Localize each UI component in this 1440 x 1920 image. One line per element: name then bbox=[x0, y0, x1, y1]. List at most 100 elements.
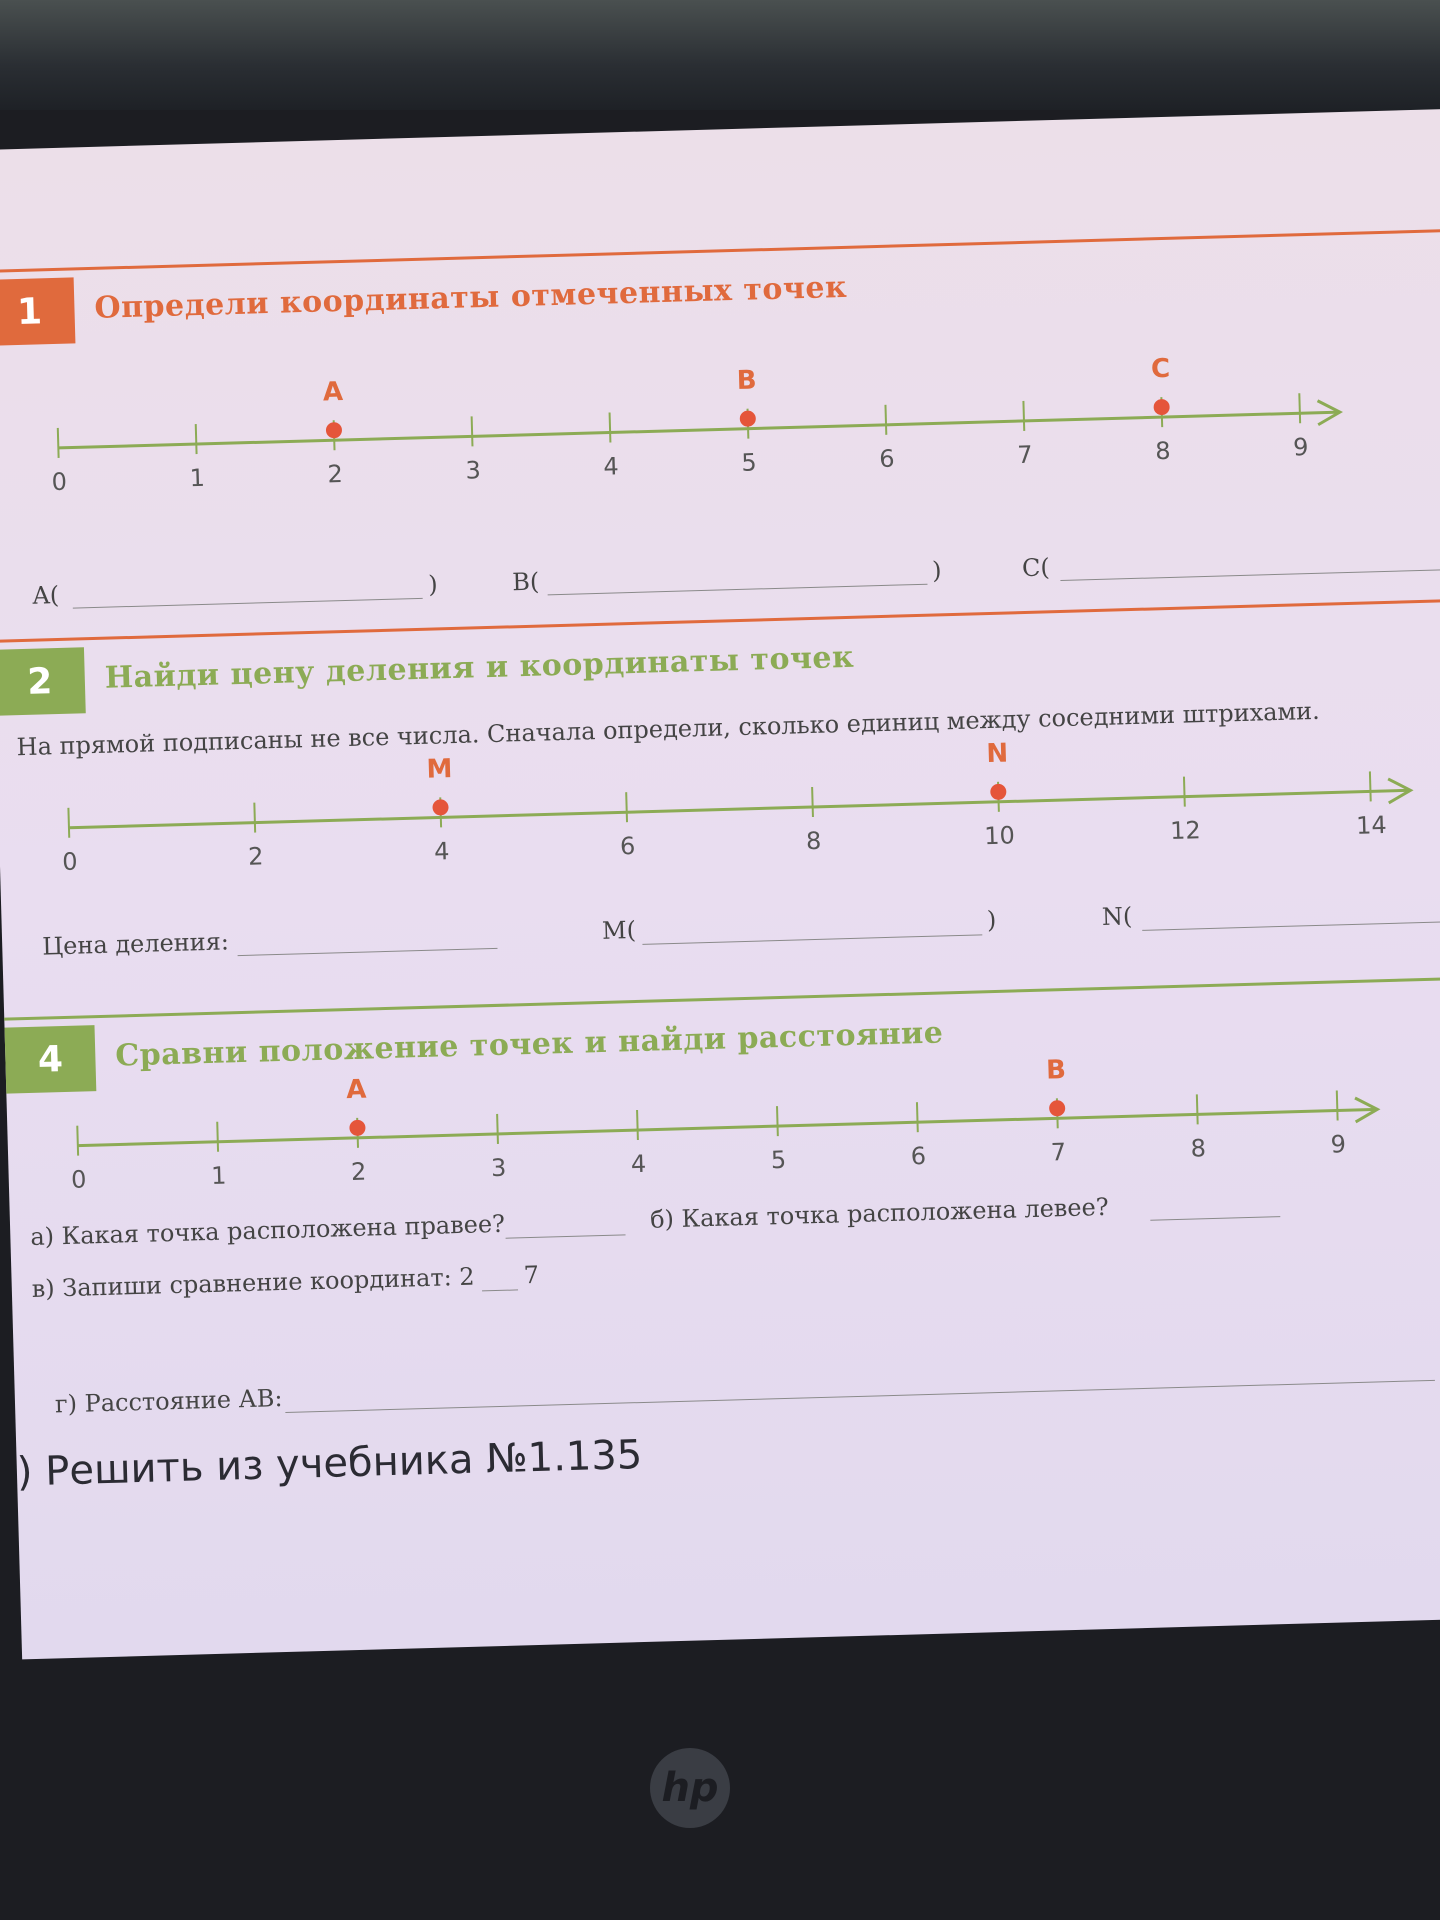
task4-tick bbox=[776, 1106, 779, 1137]
task1-tick-label: 6 bbox=[879, 445, 895, 473]
task1-point-label-b: B bbox=[736, 365, 757, 396]
task2-tick bbox=[625, 792, 629, 823]
task1-answer-c-label: C( bbox=[1021, 553, 1051, 583]
task1-axis bbox=[58, 410, 1340, 450]
task4-axis bbox=[77, 1107, 1378, 1148]
task2-arrow-icon bbox=[1387, 777, 1414, 805]
task1-tick-label: 4 bbox=[603, 452, 619, 480]
task1-arrow-icon bbox=[1316, 399, 1343, 427]
task1-point-b bbox=[739, 410, 756, 427]
task5-heading: ) Решить из учебника №1.135 bbox=[16, 1432, 643, 1496]
task1-point-a bbox=[325, 422, 342, 439]
task4-tick-label: 2 bbox=[351, 1158, 367, 1186]
task4-distance-field[interactable] bbox=[285, 1379, 1435, 1413]
task1-tick bbox=[1298, 393, 1302, 424]
task2-tick-label: 14 bbox=[1356, 811, 1387, 840]
task1-tick-label: 5 bbox=[741, 448, 757, 476]
task2-tick-label: 4 bbox=[434, 837, 450, 865]
task4-point-label-b: B bbox=[1046, 1055, 1067, 1086]
task2-tick bbox=[253, 802, 257, 833]
task2-orange-divider bbox=[0, 598, 1440, 643]
task2-answer-n-label: N( bbox=[1101, 902, 1133, 931]
task1-section: 1 Определи координаты отмеченных точек 0… bbox=[0, 239, 1440, 610]
task4-green-divider bbox=[4, 976, 1440, 1021]
task4-section: 4 Сравни положение точек и найди расстоя… bbox=[4, 986, 1440, 1418]
task4-question-c: в) Запиши сравнение координат: 2 bbox=[31, 1262, 475, 1303]
task1-tick bbox=[194, 424, 198, 455]
task2-answer-m-close: ) bbox=[986, 905, 997, 935]
task1-tick bbox=[608, 412, 612, 443]
task4-tick-label: 5 bbox=[770, 1146, 786, 1174]
task1-tick bbox=[1022, 400, 1026, 431]
task2-answer-m-label: M( bbox=[601, 915, 637, 945]
task4-tick-label: 1 bbox=[211, 1162, 227, 1190]
monitor-bezel-top bbox=[0, 0, 1440, 110]
task4-answer-b-field[interactable] bbox=[1150, 1216, 1281, 1221]
task2-tick bbox=[811, 786, 814, 818]
task2-point-n bbox=[990, 783, 1007, 800]
task4-question-c-value: 7 bbox=[523, 1260, 540, 1290]
worksheet-screen: 1 Определи координаты отмеченных точек 0… bbox=[0, 108, 1440, 1660]
task1-answer-b-label: B( bbox=[511, 567, 540, 597]
task1-answer-b-close: ) bbox=[931, 556, 942, 585]
task1-tick-label: 1 bbox=[189, 464, 205, 492]
task4-tick bbox=[1335, 1090, 1339, 1121]
task4-tick-label: 9 bbox=[1330, 1130, 1346, 1158]
task1-answer-a-field[interactable] bbox=[72, 597, 423, 609]
task2-tick bbox=[1182, 776, 1186, 807]
task4-answer-a-field[interactable] bbox=[505, 1234, 626, 1239]
task2-answer-m-field[interactable] bbox=[642, 934, 983, 945]
task1-tick-label: 8 bbox=[1155, 437, 1171, 465]
task4-tick bbox=[496, 1113, 499, 1144]
task1-tick-label: 3 bbox=[465, 456, 481, 484]
task4-question-d: г) Расстояние АВ: bbox=[54, 1384, 283, 1419]
task1-tick-label: 7 bbox=[1017, 441, 1033, 469]
task1-tick bbox=[884, 404, 888, 435]
task4-tick-label: 7 bbox=[1050, 1138, 1066, 1166]
task4-tick-label: 6 bbox=[910, 1142, 926, 1170]
task2-tick-label: 8 bbox=[806, 827, 822, 855]
task1-answer-a-label: A( bbox=[32, 580, 60, 610]
task4-arrow-icon bbox=[1354, 1096, 1381, 1124]
task1-answer-a-close: ) bbox=[427, 570, 439, 599]
task2-tick-label: 0 bbox=[62, 848, 78, 876]
task4-tick bbox=[76, 1125, 80, 1156]
task2-answer-n-field[interactable] bbox=[1142, 920, 1440, 931]
task4-tick bbox=[1195, 1094, 1199, 1125]
task4-point-b bbox=[1049, 1100, 1066, 1117]
task2-tick bbox=[67, 807, 71, 838]
task4-tick-label: 4 bbox=[631, 1150, 647, 1178]
task2-tick-label: 6 bbox=[620, 832, 636, 860]
task2-point-label-m: M bbox=[426, 754, 453, 785]
task2-number-line: 0 2 4 6 8 10 12 14 M N bbox=[62, 739, 1414, 876]
task2-section: 2 Найди цену деления и координаты точек … bbox=[0, 608, 1440, 961]
task1-tick-label: 2 bbox=[327, 460, 343, 488]
task1-tick bbox=[470, 416, 474, 447]
task4-point-a bbox=[349, 1119, 366, 1136]
task4-tick bbox=[915, 1102, 919, 1133]
task1-tick-label: 0 bbox=[51, 468, 67, 496]
task4-number-line: 0 1 2 3 4 5 6 7 8 9 A B bbox=[71, 1055, 1381, 1194]
task1-tick-label: 9 bbox=[1293, 433, 1309, 461]
task4-point-label-a: A bbox=[346, 1075, 367, 1106]
task2-tick-label: 12 bbox=[1170, 816, 1201, 845]
task2-number: 2 bbox=[0, 647, 86, 716]
task2-division-field[interactable] bbox=[237, 947, 498, 957]
task2-tick-label: 2 bbox=[248, 842, 264, 870]
task4-tick-label: 8 bbox=[1190, 1134, 1206, 1162]
task2-title: Найди цену деления и координаты точек bbox=[104, 639, 855, 696]
task1-answer-c-field[interactable] bbox=[1060, 568, 1440, 581]
task2-tick-label: 10 bbox=[984, 821, 1015, 850]
task2-tick bbox=[1368, 771, 1372, 802]
task1-divider bbox=[0, 228, 1440, 273]
task1-answer-b-field[interactable] bbox=[547, 583, 928, 596]
task4-tick bbox=[216, 1121, 220, 1152]
task4-tick-label: 0 bbox=[71, 1165, 87, 1193]
task2-division-label: Цена деления: bbox=[41, 927, 230, 961]
task4-tick-label: 3 bbox=[491, 1154, 507, 1182]
task2-point-label-n: N bbox=[986, 739, 1009, 770]
hp-logo: hp bbox=[650, 1748, 730, 1828]
task4-compare-field[interactable] bbox=[482, 1289, 519, 1292]
task4-tick bbox=[636, 1110, 639, 1141]
